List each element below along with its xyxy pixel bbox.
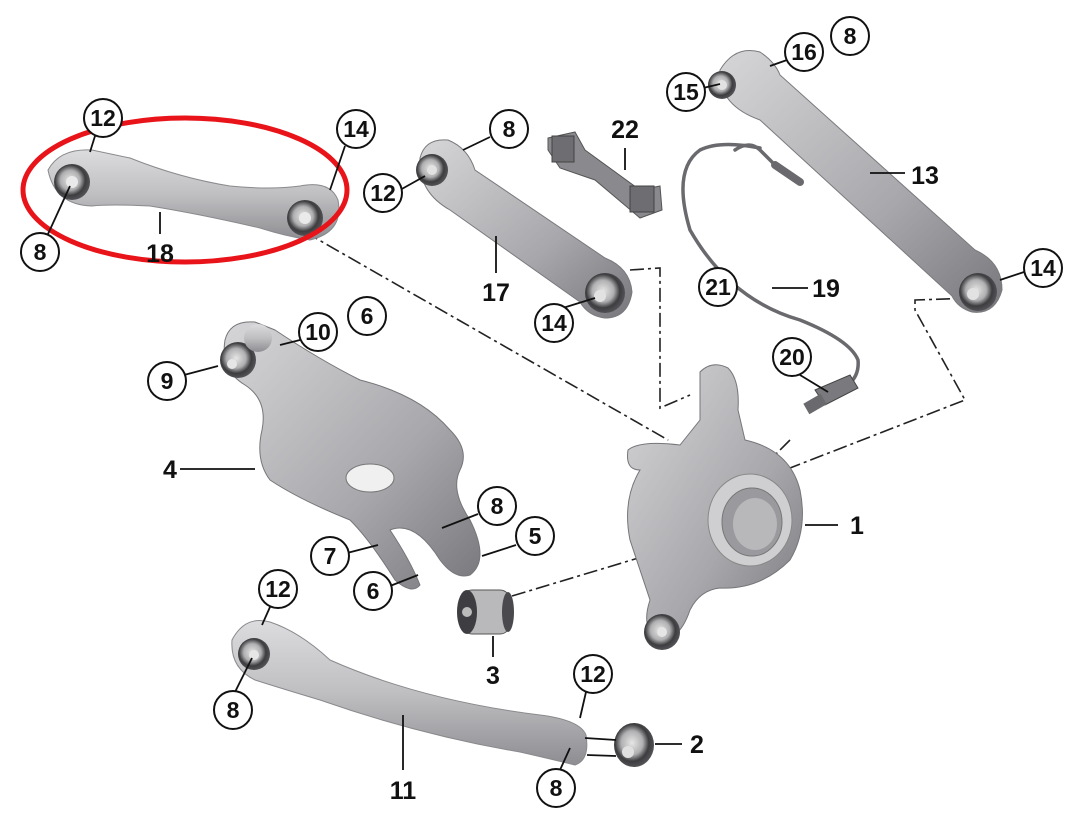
callout-circle xyxy=(573,654,613,694)
callout-8[interactable]: 8 xyxy=(213,690,253,730)
callout-circle xyxy=(353,571,393,611)
callout-number: 12 xyxy=(580,661,606,687)
callout-number: 8 xyxy=(503,116,516,142)
callout-number: 15 xyxy=(673,79,699,105)
callout-number: 8 xyxy=(491,493,504,519)
part-label-22: 22 xyxy=(611,116,639,144)
callout-6[interactable]: 6 xyxy=(347,296,387,336)
part-label-18: 18 xyxy=(146,240,174,268)
callout-number: 12 xyxy=(370,180,396,206)
callout-number: 14 xyxy=(343,116,369,142)
callout-number: 8 xyxy=(34,239,47,265)
part-label-4: 4 xyxy=(163,456,177,484)
callout-circle xyxy=(336,109,376,149)
callout-circle xyxy=(310,536,350,576)
callout-8[interactable]: 8 xyxy=(477,486,517,526)
callout-circle xyxy=(213,690,253,730)
part-22-bracket[interactable] xyxy=(547,131,663,219)
callout-circle xyxy=(477,486,517,526)
callout-number: 10 xyxy=(305,319,331,345)
part-1-wheel-carrier[interactable] xyxy=(627,364,803,650)
callout-circle xyxy=(147,361,187,401)
callout-8[interactable]: 8 xyxy=(830,16,870,56)
callout-12[interactable]: 12 xyxy=(573,654,613,694)
callout-circle xyxy=(83,98,123,138)
callout-circle xyxy=(258,569,298,609)
callout-circle xyxy=(363,173,403,213)
callout-20[interactable]: 20 xyxy=(772,337,812,377)
callout-number: 8 xyxy=(550,775,563,801)
callout-circle xyxy=(698,267,738,307)
callout-14[interactable]: 14 xyxy=(534,303,574,343)
callout-14[interactable]: 14 xyxy=(1023,248,1063,288)
callout-number: 8 xyxy=(844,23,857,49)
callout-16[interactable]: 16 xyxy=(784,32,824,72)
callout-12[interactable]: 12 xyxy=(363,173,403,213)
part-label-3: 3 xyxy=(486,662,500,690)
part-4-lower-wishbone[interactable] xyxy=(220,321,481,590)
callout-circle xyxy=(489,109,529,149)
callout-circle xyxy=(666,72,706,112)
callout-8[interactable]: 8 xyxy=(489,109,529,149)
callout-circle xyxy=(1023,248,1063,288)
callout-number: 6 xyxy=(361,303,374,329)
callout-number: 14 xyxy=(1030,255,1056,281)
callout-number: 7 xyxy=(324,543,337,569)
callout-number: 8 xyxy=(227,697,240,723)
callout-circle xyxy=(536,768,576,808)
callout-number: 12 xyxy=(90,105,116,131)
part-label-11: 11 xyxy=(390,777,417,805)
callout-5[interactable]: 5 xyxy=(515,516,555,556)
callout-15[interactable]: 15 xyxy=(666,72,706,112)
callout-14[interactable]: 14 xyxy=(336,109,376,149)
callout-circle xyxy=(298,312,338,352)
callout-8[interactable]: 8 xyxy=(536,768,576,808)
part-11-trailing-link[interactable] xyxy=(231,620,588,766)
callout-10[interactable]: 10 xyxy=(298,312,338,352)
callout-number: 6 xyxy=(367,578,380,604)
callout-number: 21 xyxy=(705,274,731,300)
assembly-guide-lines xyxy=(304,231,976,597)
callout-number: 14 xyxy=(541,310,567,336)
part-20-wheel-speed-sensor[interactable] xyxy=(803,374,859,415)
part-2-ball-joint-bushing[interactable] xyxy=(614,723,654,767)
callout-circle xyxy=(20,232,60,272)
part-label-13: 13 xyxy=(911,162,939,190)
callout-12[interactable]: 12 xyxy=(83,98,123,138)
part-17-camber-link[interactable] xyxy=(416,139,633,319)
part-label-19: 19 xyxy=(812,275,840,303)
leader-lines xyxy=(47,59,1025,771)
callout-number: 16 xyxy=(791,39,817,65)
callout-number: 5 xyxy=(529,523,542,549)
callout-circle xyxy=(534,303,574,343)
callout-8[interactable]: 8 xyxy=(20,232,60,272)
part-label-17: 17 xyxy=(482,279,510,307)
callout-number: 12 xyxy=(265,576,291,602)
callout-circle xyxy=(347,296,387,336)
callout-9[interactable]: 9 xyxy=(147,361,187,401)
part-18-upper-control-arm[interactable] xyxy=(47,149,340,241)
callout-number: 20 xyxy=(779,344,805,370)
callout-circle xyxy=(830,16,870,56)
callout-circle xyxy=(515,516,555,556)
part-label-2: 2 xyxy=(690,731,704,759)
callout-circle xyxy=(772,337,812,377)
callout-7[interactable]: 7 xyxy=(310,536,350,576)
callout-12[interactable]: 12 xyxy=(258,569,298,609)
callout-number: 9 xyxy=(161,368,174,394)
callout-21[interactable]: 21 xyxy=(698,267,738,307)
part-label-1: 1 xyxy=(850,512,864,540)
part-3-rubber-bushing[interactable] xyxy=(457,589,514,635)
callout-circle xyxy=(784,32,824,72)
highlight-ellipse xyxy=(20,115,350,265)
part-13-toe-link[interactable] xyxy=(708,50,1003,313)
callout-6[interactable]: 6 xyxy=(353,571,393,611)
